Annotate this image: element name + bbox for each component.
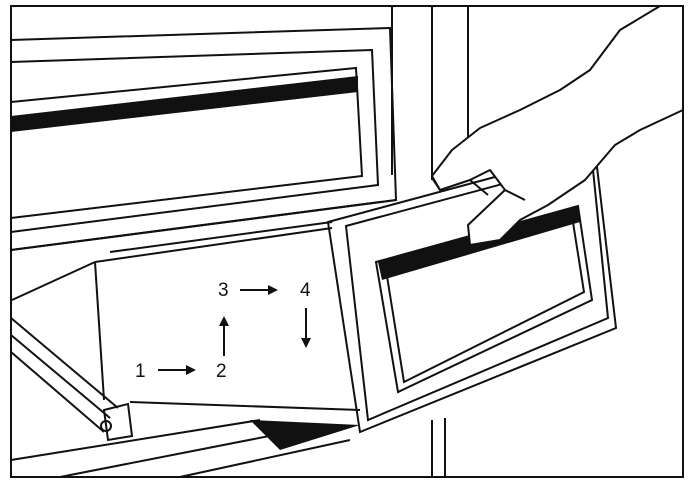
lower-drawer [12,222,360,410]
step-label-4: 4 [300,280,311,301]
step-label-2: 2 [216,361,227,382]
upper-drawer [11,28,396,250]
hand [432,6,683,245]
step-4: 4 [300,280,311,348]
step-3: 3 [218,280,278,301]
drawer-front [328,150,616,432]
slide-rail [11,318,132,440]
step-label-3: 3 [218,280,229,301]
step-1: 1 [135,361,196,382]
floor-shadow [250,420,360,450]
step-label-1: 1 [135,361,146,382]
step-2: 2 [216,316,229,382]
